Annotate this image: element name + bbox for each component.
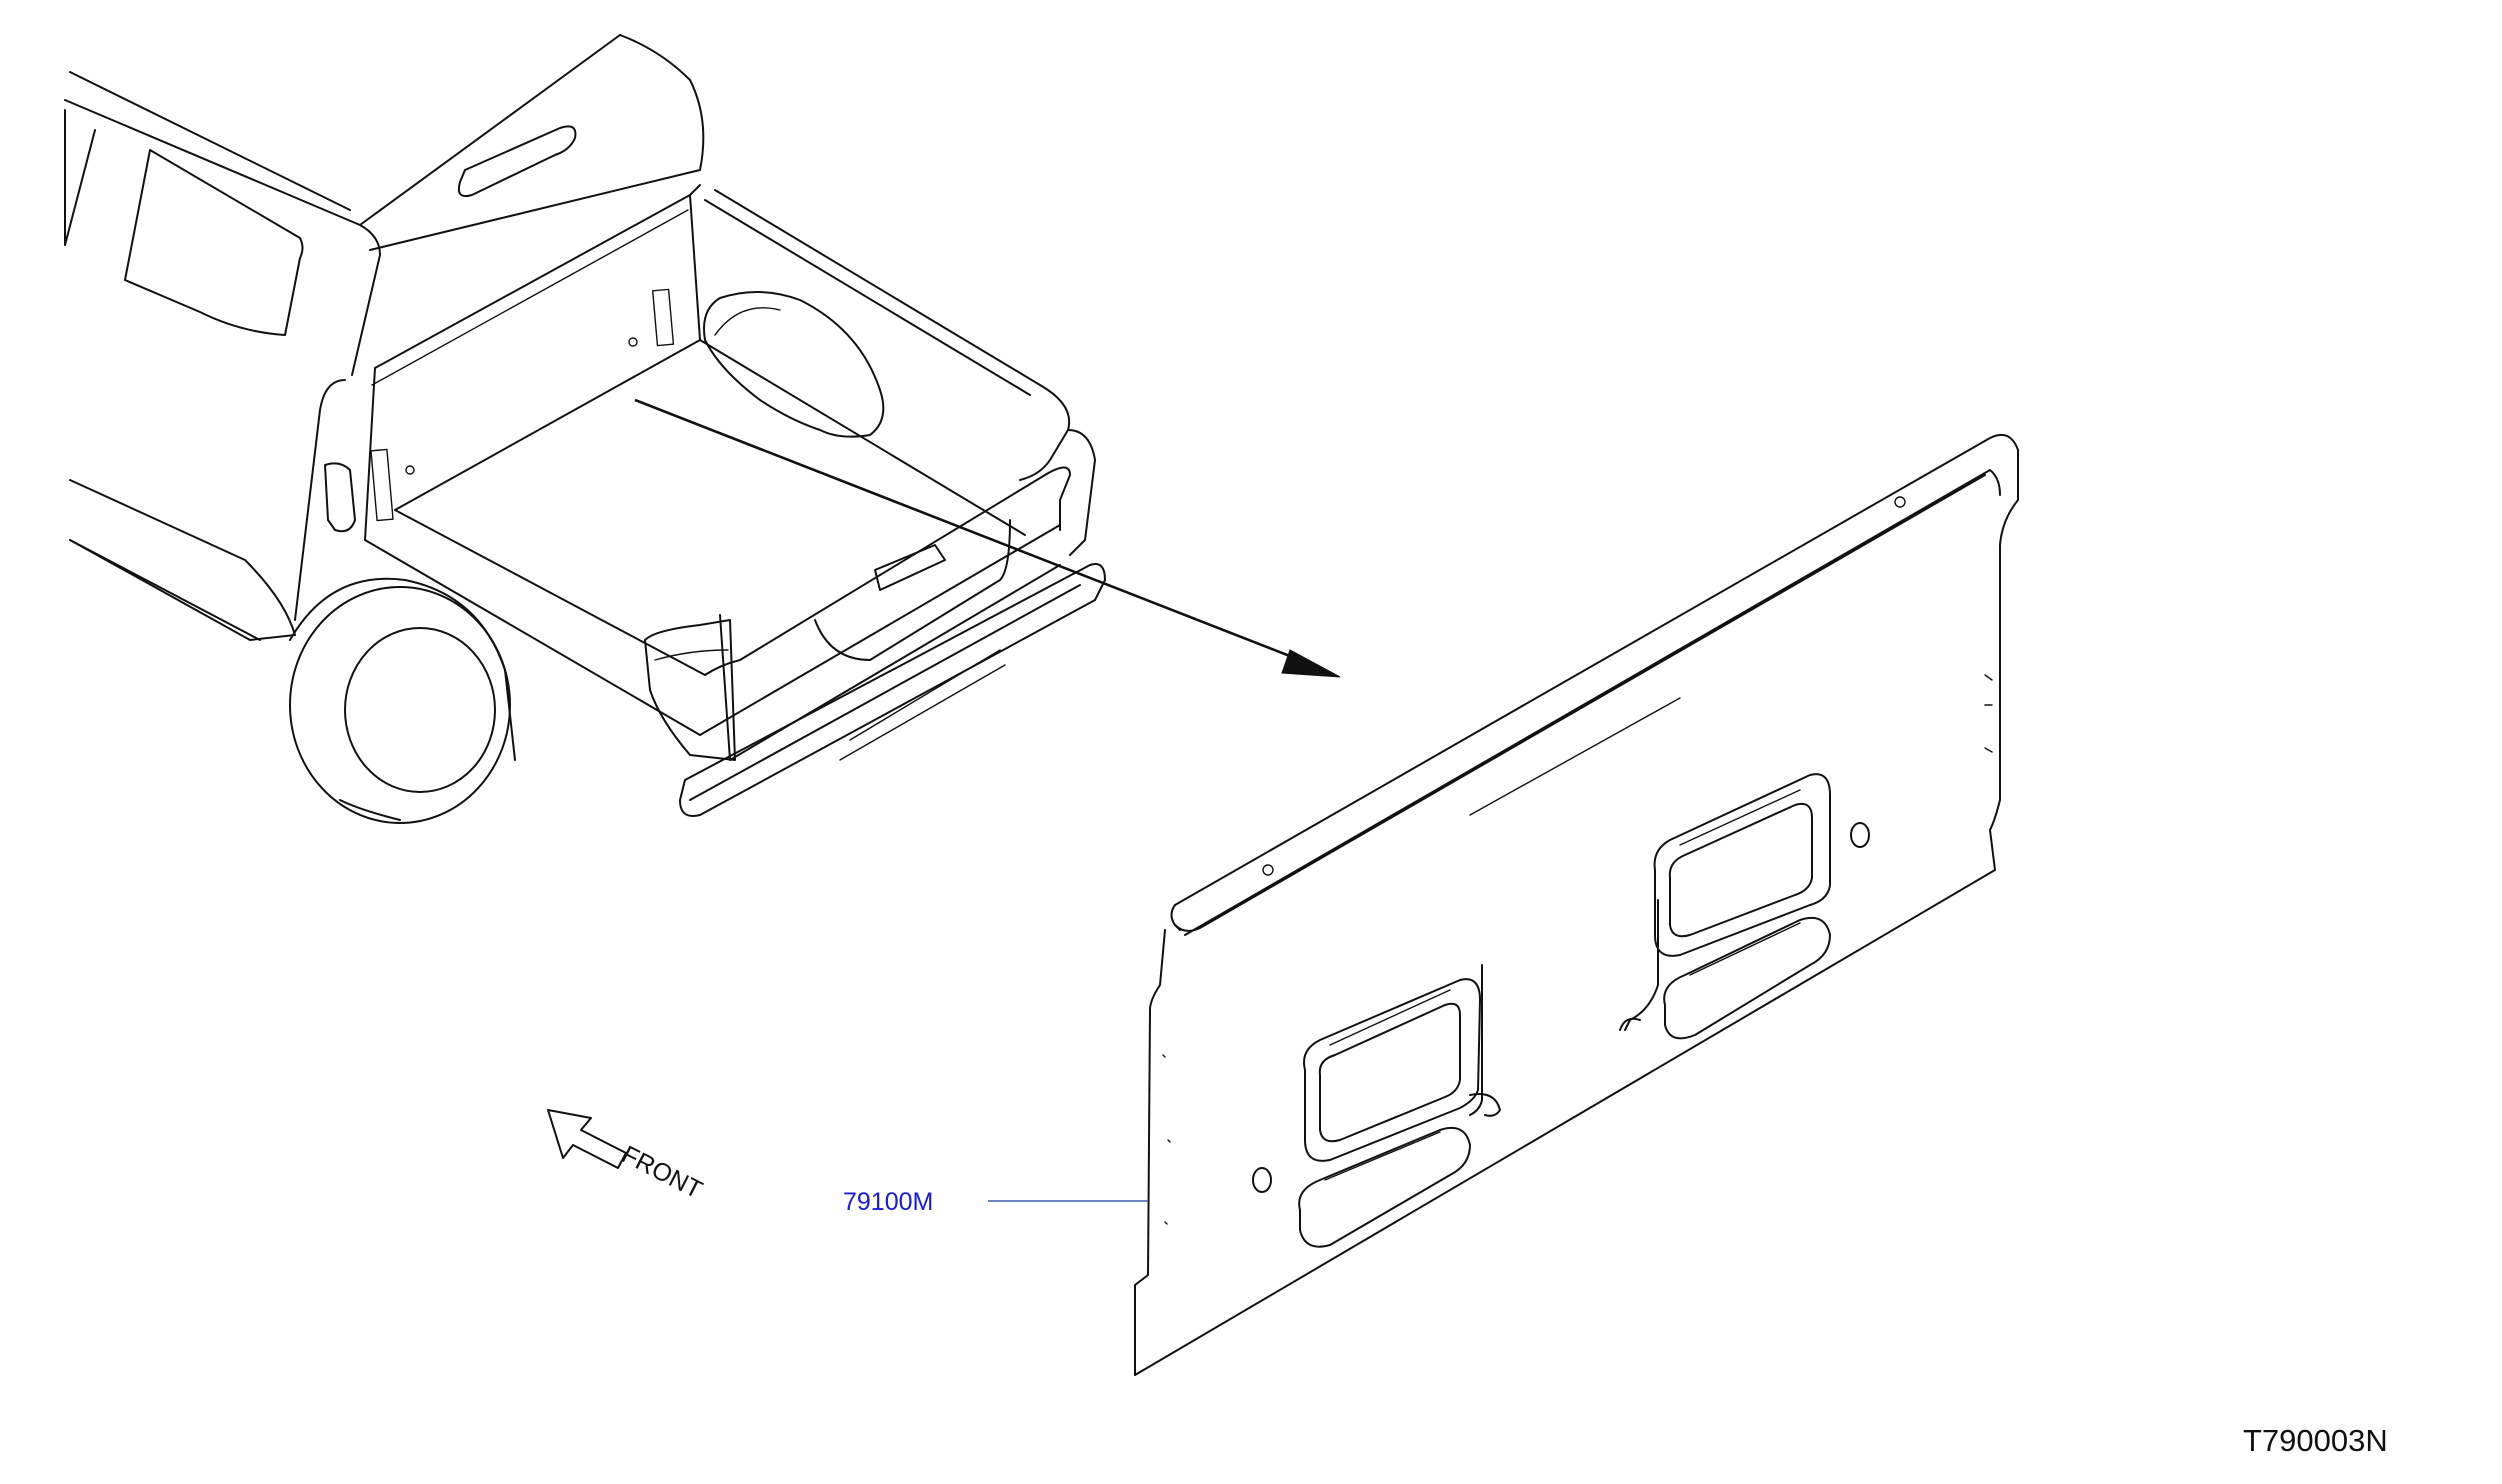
part-number-label[interactable]: 79100M <box>843 1188 933 1216</box>
front-direction-indicator: FRONT <box>547 1109 707 1204</box>
illustration-code: T790003N <box>2243 1423 2388 1458</box>
rear-panel-part <box>1134 434 2019 1376</box>
front-label: FRONT <box>617 1140 706 1204</box>
pickup-truck-illustration <box>64 34 1341 824</box>
part-callout: 79100M <box>843 1188 1148 1216</box>
front-arrow-icon <box>547 1109 627 1169</box>
